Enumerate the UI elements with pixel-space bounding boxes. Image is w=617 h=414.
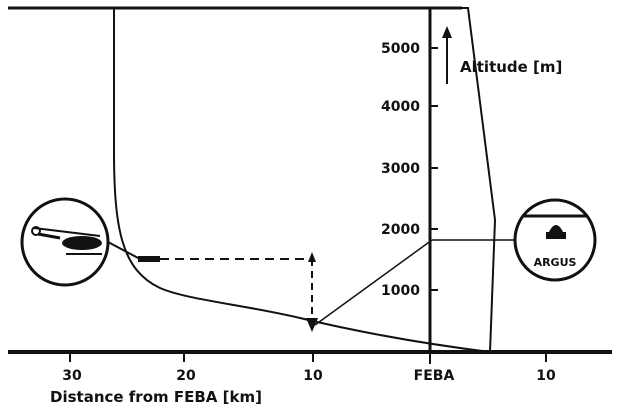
x-tick-label-feba: FEBA [414, 368, 455, 384]
x-tick-label: 10 [536, 368, 556, 384]
y-tick-label: 5000 [381, 41, 420, 57]
y-tick-label: 3000 [381, 161, 420, 177]
argus-callout: ARGUS [513, 198, 597, 282]
coverage-envelope-right-boundary [462, 7, 497, 353]
argus-drone-icon [524, 214, 588, 239]
coverage-envelope-left-curve [113, 8, 491, 353]
argus-label: ARGUS [534, 256, 577, 269]
y-tick-label: 2000 [381, 222, 420, 238]
y-axis-title: Altitude [m] [460, 58, 562, 76]
y-tick-label: 4000 [381, 99, 420, 115]
x-axis-tick-marks [69, 352, 547, 364]
x-tick-label: 30 [62, 368, 82, 384]
x-tick-label: 20 [176, 368, 196, 384]
altitude-arrow-icon [442, 26, 452, 84]
descent-arrow-top-icon [308, 252, 316, 262]
x-axis-title: Distance from FEBA [km] [50, 388, 262, 406]
x-tick-label: 10 [303, 368, 323, 384]
argus-callout-connector-lower [314, 239, 433, 326]
helicopter-marker [138, 256, 160, 262]
helicopter-callout-connector [107, 241, 141, 260]
descent-arrow-bottom-icon [306, 318, 318, 332]
helicopter-icon [31, 226, 102, 255]
y-axis-tick-marks [430, 47, 438, 291]
helicopter-callout [20, 197, 110, 287]
y-tick-label: 1000 [381, 283, 420, 299]
